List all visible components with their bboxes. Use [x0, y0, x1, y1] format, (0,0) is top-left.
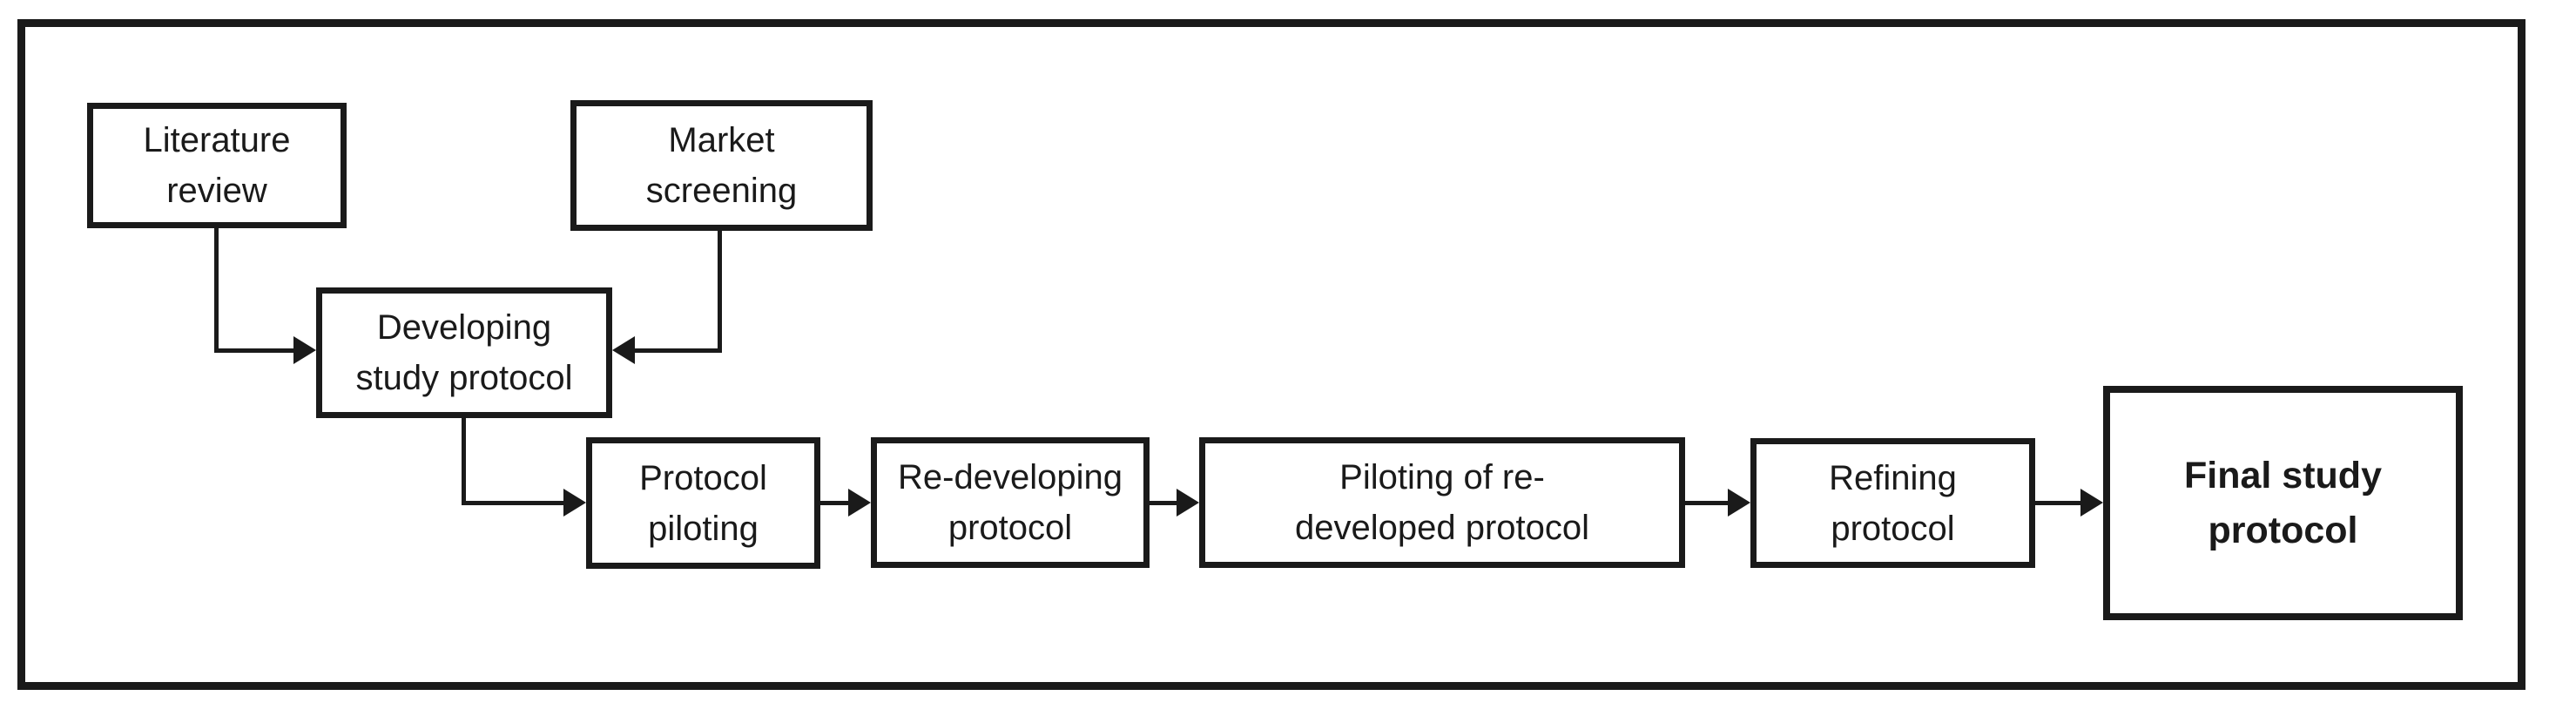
edge-market-to-developing-vertical — [718, 231, 722, 353]
node-refining-protocol: Refining protocol — [1750, 438, 2035, 568]
edge-piloting-redev-to-refining — [1683, 501, 1730, 505]
node-market-screening: Market screening — [570, 100, 873, 231]
node-final-study-protocol: Final study protocol — [2103, 386, 2463, 620]
arrowhead-into-developing-right-icon — [612, 336, 635, 364]
edge-market-to-developing-horizontal — [633, 348, 722, 353]
node-re-developing-protocol-label: Re-developing protocol — [898, 458, 1123, 547]
node-protocol-piloting-label: Protocol piloting — [639, 458, 767, 548]
arrowhead-into-final-icon — [2080, 489, 2103, 517]
node-market-screening-label: Market screening — [645, 121, 798, 210]
edge-literature-to-developing-horizontal — [214, 348, 295, 353]
node-piloting-of-re-developed-protocol-label: Piloting of re- developed protocol — [1294, 458, 1590, 547]
node-final-study-protocol-label: Final study protocol — [2184, 455, 2382, 551]
node-piloting-of-re-developed-protocol: Piloting of re- developed protocol — [1199, 437, 1685, 568]
arrowhead-into-protocol-piloting-icon — [563, 489, 586, 517]
node-refining-protocol-label: Refining protocol — [1829, 458, 1957, 548]
arrowhead-into-refining-icon — [1728, 489, 1750, 517]
edge-piloting-to-redeveloping — [819, 501, 850, 505]
node-literature-review-label: Literature review — [143, 121, 291, 210]
edge-developing-to-piloting-vertical — [462, 416, 466, 505]
arrowhead-into-developing-left-icon — [293, 336, 316, 364]
node-protocol-piloting: Protocol piloting — [586, 437, 820, 569]
node-re-developing-protocol: Re-developing protocol — [871, 437, 1150, 568]
arrowhead-into-piloting-redev-icon — [1177, 489, 1199, 517]
edge-developing-to-piloting-horizontal — [462, 501, 565, 505]
node-literature-review: Literature review — [87, 103, 347, 228]
edge-refining-to-final — [2033, 501, 2082, 505]
node-developing-study-protocol: Developing study protocol — [316, 287, 612, 418]
edge-literature-to-developing-vertical — [214, 228, 219, 351]
node-developing-study-protocol-label: Developing study protocol — [355, 308, 573, 397]
arrowhead-into-redeveloping-icon — [848, 489, 871, 517]
edge-redeveloping-to-piloting-redev — [1148, 501, 1178, 505]
